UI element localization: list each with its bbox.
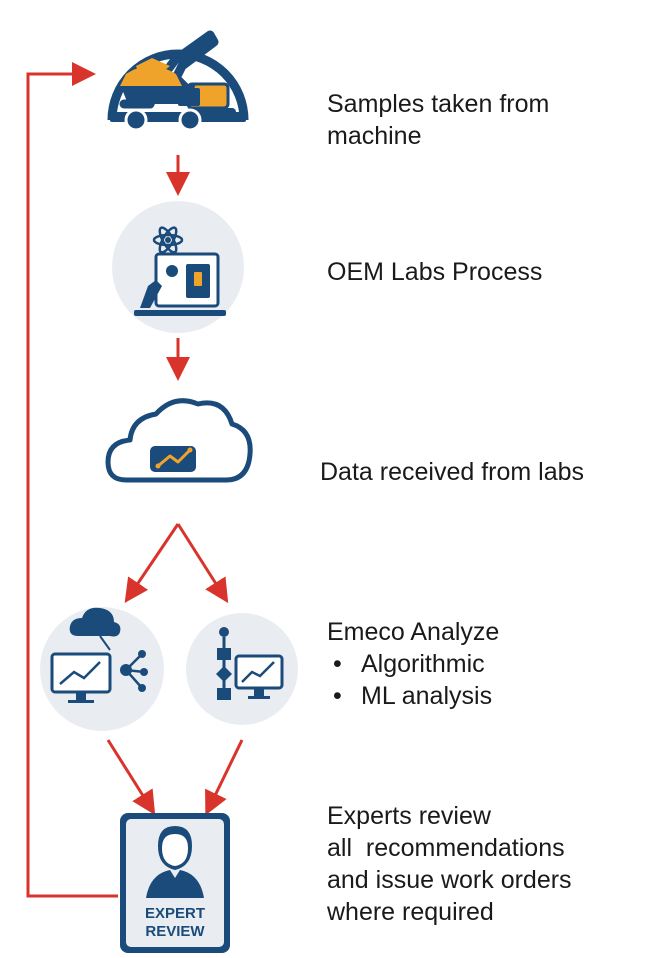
- arrow-data-to-analyze-right: [176, 523, 229, 604]
- flowchart-monitor-icon: [186, 613, 298, 725]
- step-analyze-title: Emeco Analyze: [327, 618, 500, 646]
- review-line: Experts review: [327, 802, 491, 830]
- review-line: where required: [327, 898, 494, 926]
- step-labs-label: OEM Labs Process: [327, 256, 542, 288]
- step-labs-text: OEM Labs Process: [327, 258, 543, 286]
- arrow-feedback-loop: [26, 62, 118, 898]
- arrow-data-to-analyze-left: [124, 523, 180, 603]
- laboratory-microscope-icon: [112, 201, 244, 333]
- expert-avatar-icon: [146, 826, 204, 898]
- expert-review-badge: EXPERT REVIEW: [120, 813, 230, 953]
- step-machine-line2: machine: [327, 122, 422, 150]
- step-machine-line1: Samples taken from: [327, 90, 550, 118]
- cloud-analytics-icon: [105, 398, 253, 483]
- arrow-analyze-right-to-review: [205, 739, 244, 816]
- badge-text-line1: EXPERT: [145, 905, 205, 922]
- analyze-bullet-item: Algorithmic: [327, 648, 499, 680]
- arrow-analyze-left-to-review: [106, 739, 156, 816]
- analyze-bullet-item: ML analysis: [327, 680, 499, 712]
- excavator-dump-truck-icon: [107, 30, 249, 132]
- step-data-label: Data received from labs: [320, 456, 584, 488]
- review-line: and issue work orders: [327, 866, 572, 894]
- review-line: all recommendations: [327, 834, 565, 862]
- step-analyze-label: Emeco Analyze Algorithmic ML analysis: [327, 616, 499, 712]
- step-data-text: Data received from labs: [320, 458, 585, 486]
- cloud-network-monitor-icon: [40, 607, 164, 731]
- analyze-bullet-list: Algorithmic ML analysis: [327, 648, 499, 712]
- step-review-label: Experts review all recommendations and i…: [327, 800, 572, 928]
- badge-text-line2: REVIEW: [145, 923, 205, 940]
- step-machine-label: Samples taken from machine: [327, 88, 549, 152]
- flow-arrows: [26, 62, 244, 898]
